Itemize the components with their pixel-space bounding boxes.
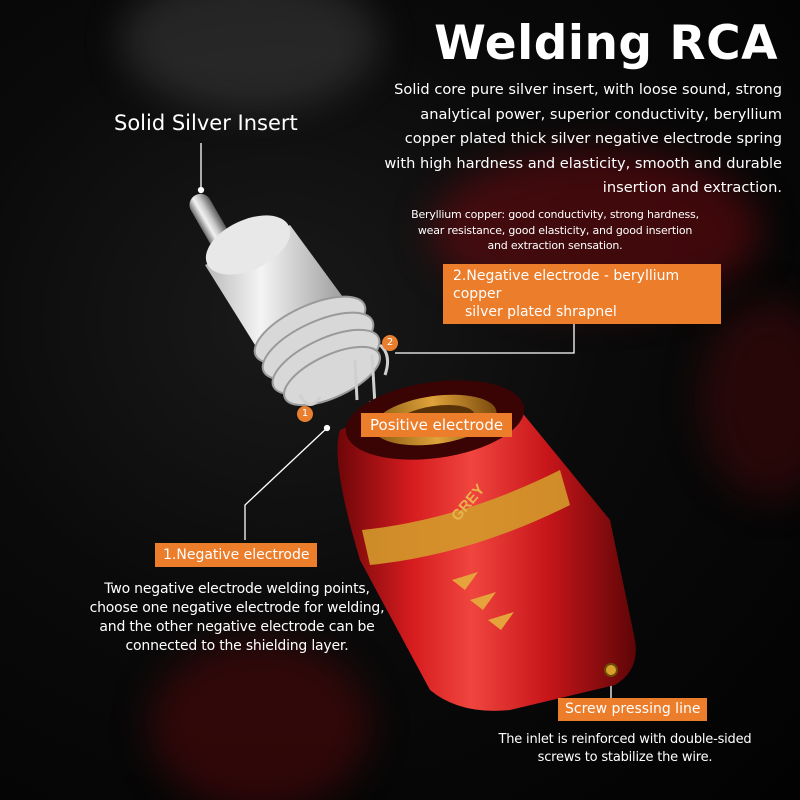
negative-electrode-2-line: 2.Negative electrode - beryllium copper [453,268,680,302]
negative-electrode-1-label: 1.Negative electrode [155,543,318,567]
product-description: Solid core pure silver insert, with loos… [382,78,782,201]
white-insulator [205,215,381,407]
page-title: Welding RCA [434,16,778,71]
positive-electrode-label: Positive electrode [361,413,513,437]
negative-note-line: Two negative electrode welding points, [104,581,370,597]
negative-note-line: choose one negative electrode for weldin… [89,600,385,616]
description-line: with high hardness and elasticity, smoot… [384,154,782,172]
background-blur-plug-top [120,0,380,110]
screw-note: The inlet is reinforced with double-side… [490,731,760,767]
beryllium-note-line: wear resistance, good elasticity, and go… [417,223,693,237]
silver-insert-label: Solid Silver Insert [114,111,298,135]
screw-pressing-label: Screw pressing line [558,698,708,721]
negative-note-line: and the other negative electrode can be [99,619,375,635]
description-line: analytical power, superior conductivity,… [420,105,782,123]
screw-note-line: screws to stabilize the wire. [537,750,713,765]
terminals [298,343,390,406]
description-line: insertion and extraction. [602,179,782,196]
description-line: Solid core pure silver insert, with loos… [394,81,782,98]
background-blur-red-bottom [150,640,370,800]
beryllium-note: Beryllium copper: good conductivity, str… [390,207,720,254]
negative-electrode-2-line: silver plated shrapnel [465,304,617,320]
description-line: copper plated thick silver negative elec… [404,130,782,147]
marker-2-badge: 2 [382,335,398,351]
negative-note-line: connected to the shielding layer. [125,638,349,654]
negative-electrode-note: Two negative electrode welding points, c… [82,580,392,656]
marker-1-badge: 1 [297,406,313,422]
red-body: GREY [337,380,636,711]
beryllium-note-line: and extraction sensation. [487,239,623,252]
negative-electrode-2-label: 2.Negative electrode - beryllium copper … [443,264,721,324]
beryllium-note-line: Beryllium copper: good conductivity, str… [411,208,699,221]
chevron-marks [452,572,514,630]
screw-note-line: The inlet is reinforced with double-side… [498,732,752,747]
